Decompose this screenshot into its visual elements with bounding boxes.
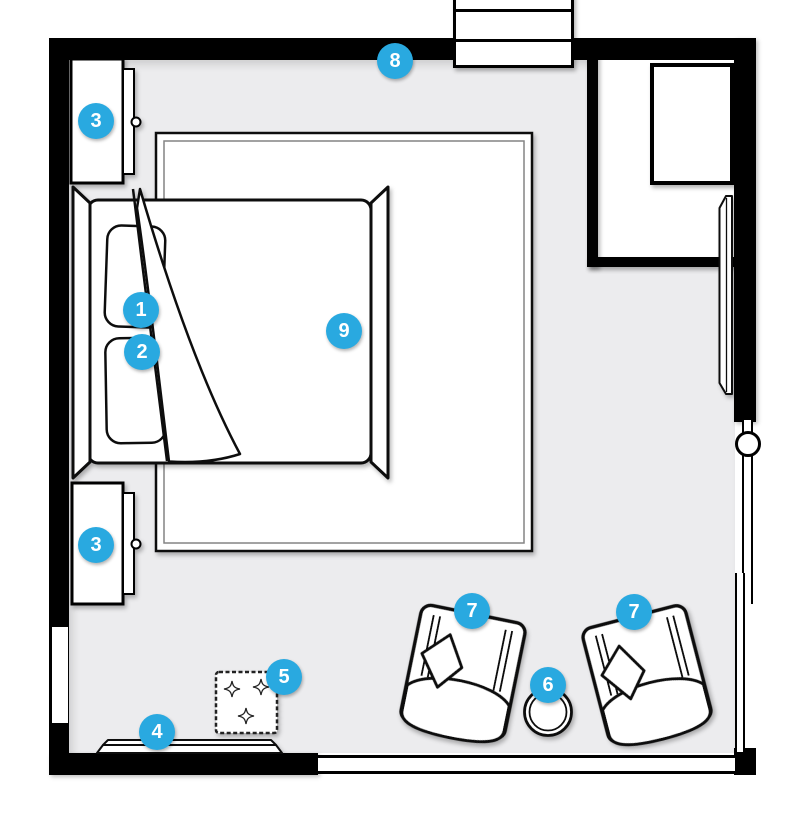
nightstand-top[interactable] — [69, 57, 142, 185]
window-left-wall — [52, 627, 68, 723]
marker-label: 7 — [628, 600, 640, 623]
closet-unit[interactable] — [650, 63, 734, 185]
knob-icon — [130, 538, 142, 550]
door-mat[interactable] — [96, 739, 283, 754]
headboard — [71, 185, 92, 480]
window-right-wall-lower — [735, 573, 745, 752]
top-wall-cabinet-divider — [456, 39, 571, 42]
marker-label: 7 — [466, 599, 478, 622]
wall-post-bottom-right — [734, 748, 756, 775]
alcove-wall-bottom — [587, 257, 734, 267]
wall-mirror[interactable] — [718, 195, 733, 395]
window-handle-icon — [735, 431, 761, 457]
bed[interactable] — [71, 185, 390, 480]
marker-label: 1 — [135, 298, 147, 321]
alcove-wall-left — [587, 44, 598, 267]
window-bottom-wall — [318, 755, 735, 774]
sparkle-icon — [237, 707, 255, 725]
marker-label: 5 — [278, 665, 290, 688]
marker-7-right[interactable]: 7 — [616, 594, 652, 630]
knob-icon — [130, 116, 142, 128]
marker-7-left[interactable]: 7 — [454, 593, 490, 629]
marker-3-top[interactable]: 3 — [78, 103, 114, 139]
top-wall-cabinet-divider — [456, 9, 571, 12]
marker-5[interactable]: 5 — [266, 659, 302, 695]
blanket-fold-line — [131, 188, 169, 462]
pouf[interactable] — [214, 670, 279, 735]
marker-label: 9 — [338, 319, 350, 342]
marker-9[interactable]: 9 — [326, 313, 362, 349]
wall-left — [49, 38, 69, 775]
marker-2[interactable]: 2 — [124, 334, 160, 370]
marker-6[interactable]: 6 — [530, 667, 566, 703]
marker-4[interactable]: 4 — [139, 714, 175, 750]
marker-label: 3 — [90, 109, 102, 132]
marker-3-bottom[interactable]: 3 — [78, 527, 114, 563]
marker-label: 4 — [151, 720, 163, 743]
marker-1[interactable]: 1 — [123, 292, 159, 328]
marker-label: 6 — [542, 673, 554, 696]
marker-8[interactable]: 8 — [377, 43, 413, 79]
armchair-right[interactable] — [579, 601, 717, 754]
marker-label: 2 — [136, 340, 148, 363]
sparkle-icon — [252, 678, 270, 696]
footboard — [369, 185, 390, 480]
sparkle-icon — [223, 680, 241, 698]
marker-label: 8 — [389, 49, 401, 72]
marker-label: 3 — [90, 533, 102, 556]
wall-right — [734, 38, 756, 422]
wall-bottom — [49, 753, 318, 775]
window-right-wall-upper — [742, 420, 753, 604]
